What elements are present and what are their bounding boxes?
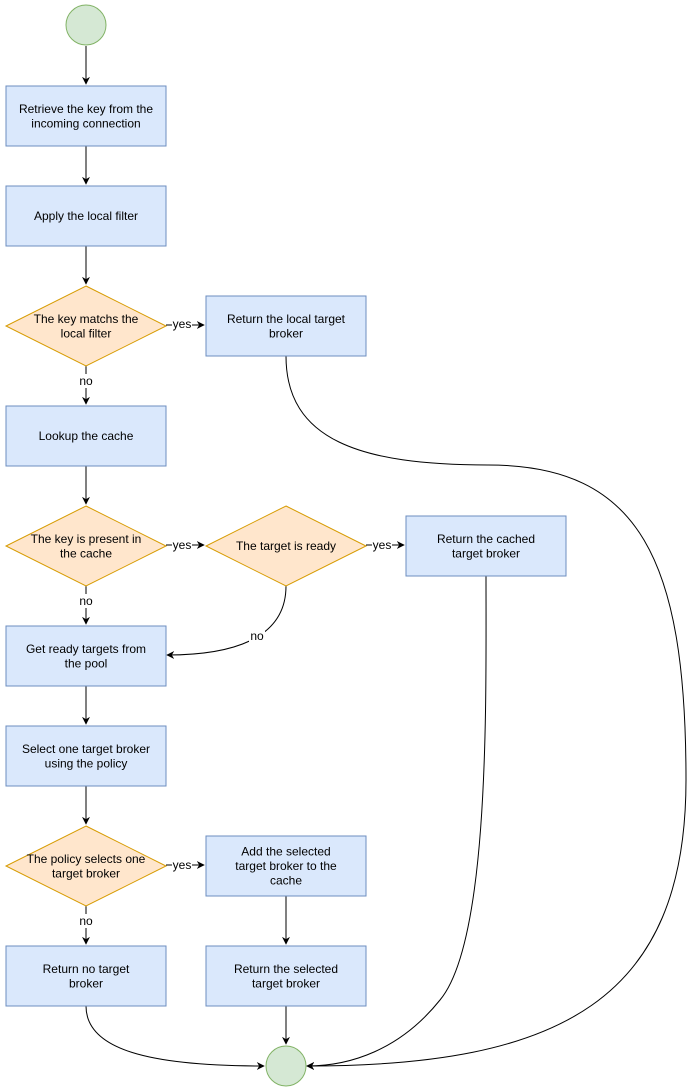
edge-label-yes: yes bbox=[373, 538, 392, 552]
process-lookup-cache bbox=[5, 405, 167, 467]
start-node bbox=[65, 4, 107, 46]
edge-label-yes: yes bbox=[173, 317, 192, 331]
edge-labels: yes no yes yes no no yes no bbox=[79, 317, 392, 928]
edge-label-no: no bbox=[79, 374, 93, 388]
process-return-none bbox=[5, 945, 167, 1007]
decision-key-matches-filter bbox=[4, 285, 168, 367]
edge-none-to-end bbox=[85, 1005, 265, 1070]
process-retrieve-key bbox=[5, 85, 167, 147]
process-apply-filter-label: Apply the local filter bbox=[34, 209, 138, 223]
edges bbox=[82, 46, 687, 1070]
edge-label-yes: yes bbox=[173, 858, 192, 872]
decision-policy-selects bbox=[4, 825, 168, 907]
edge-label-no: no bbox=[79, 914, 93, 928]
edge-label-no: no bbox=[79, 594, 93, 608]
process-return-local bbox=[205, 295, 367, 357]
edge-label-yes: yes bbox=[173, 538, 192, 552]
process-select-target bbox=[5, 725, 167, 787]
process-apply-filter bbox=[5, 185, 167, 247]
decision-target-ready bbox=[204, 505, 368, 587]
decision-target-ready-label: The target is ready bbox=[236, 539, 336, 553]
edge-label-no: no bbox=[250, 629, 264, 643]
edge-ready-no-to-get bbox=[166, 585, 287, 659]
edge-local-to-end bbox=[285, 355, 687, 1070]
end-node bbox=[265, 1045, 307, 1087]
process-get-ready-targets bbox=[5, 625, 167, 687]
decision-key-in-cache bbox=[4, 505, 168, 587]
edge-cached-to-end bbox=[306, 575, 487, 1070]
process-return-cached bbox=[405, 515, 567, 577]
process-lookup-cache-label: Lookup the cache bbox=[39, 429, 134, 443]
process-add-to-cache bbox=[205, 835, 367, 897]
process-return-selected bbox=[205, 945, 367, 1007]
